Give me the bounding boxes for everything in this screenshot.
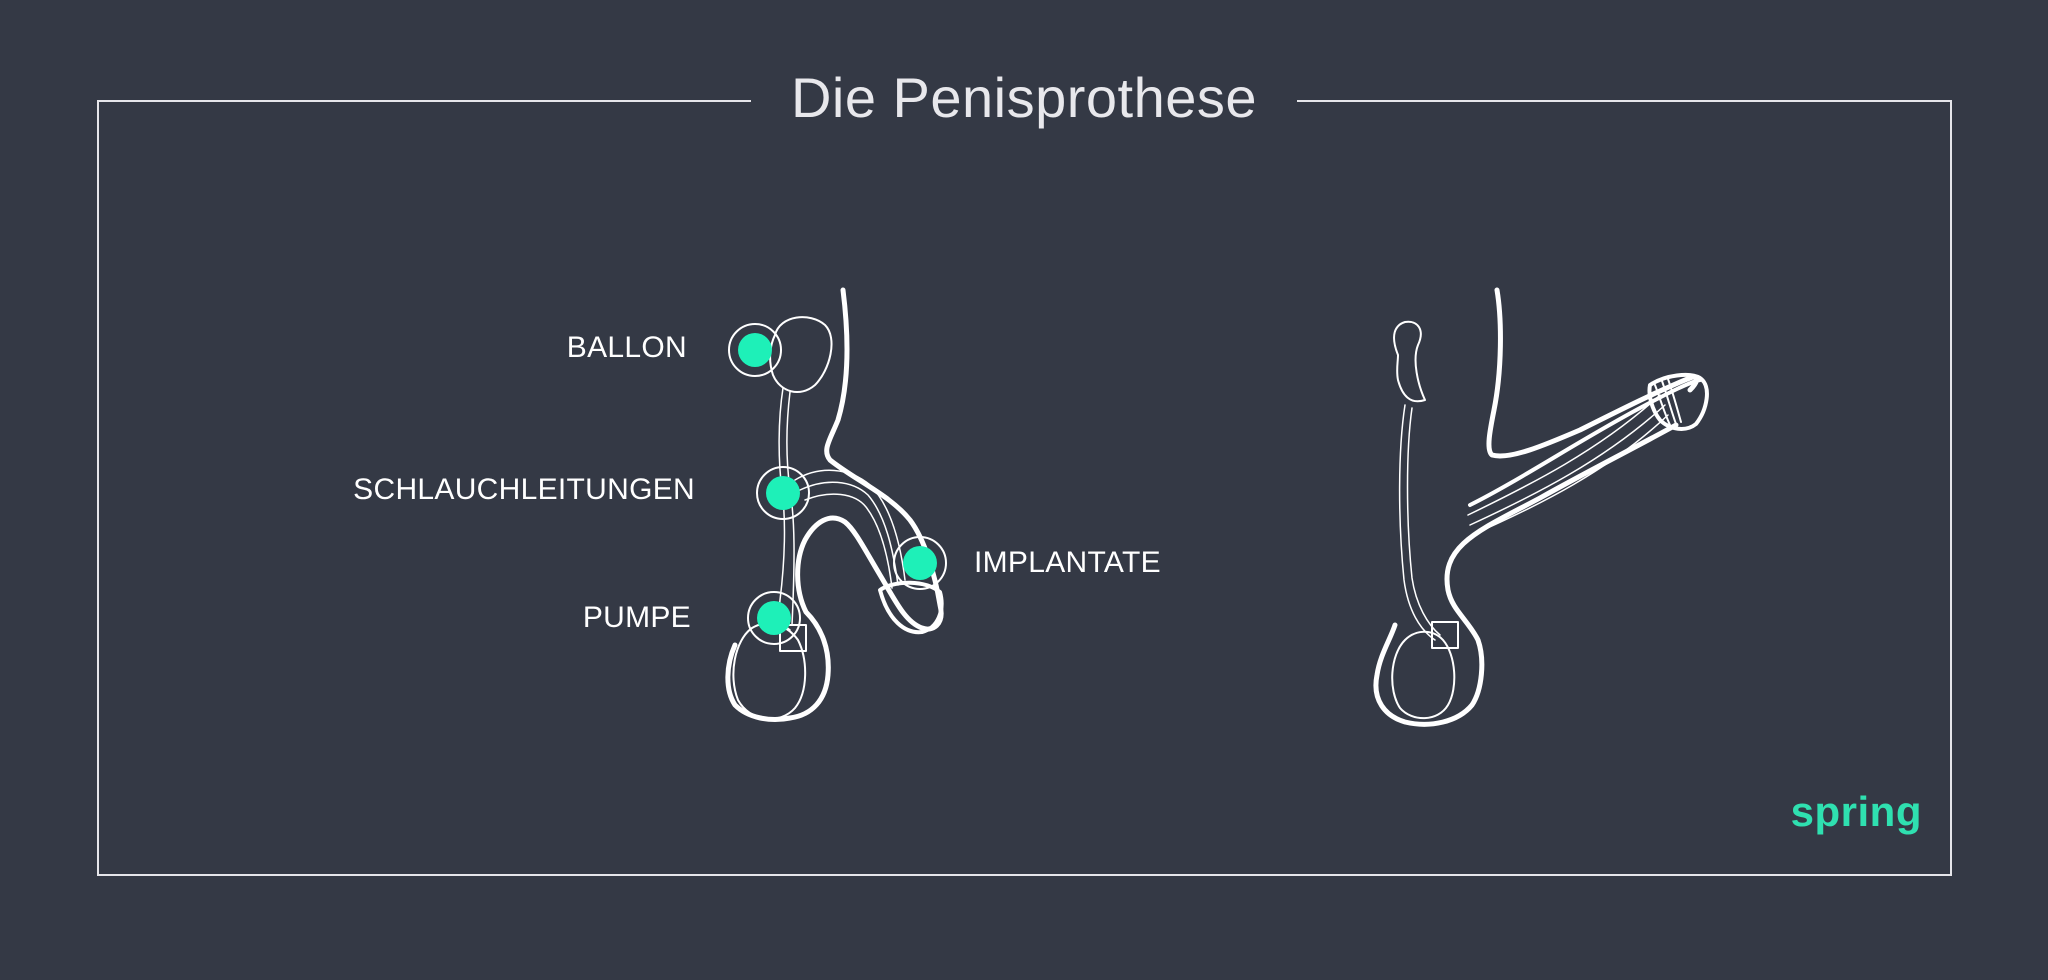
- glans-ridges: [1654, 378, 1682, 426]
- scrotum-left: [732, 622, 807, 720]
- spring-logo: spring: [1790, 788, 1922, 835]
- erect-illustration: [1373, 287, 1709, 727]
- label-pumpe: PUMPE: [582, 601, 691, 634]
- tubing-right-1: [1398, 404, 1436, 641]
- scrotum-right: [1391, 630, 1456, 720]
- label-ballon: BALLON: [566, 331, 687, 364]
- balloon-shape: [769, 316, 833, 394]
- body-contour-right: [1486, 287, 1700, 459]
- shaft-lower-right: [1373, 422, 1679, 727]
- label-schlauchleitungen: SCHLAUCHLEITUNGEN: [353, 473, 695, 506]
- pump-box-right: [1431, 621, 1459, 649]
- body-contour-left: [725, 287, 944, 722]
- pumpe-marker-ring: [747, 591, 801, 645]
- tubing-right-2: [1406, 407, 1441, 636]
- implantate-marker-ring: [893, 536, 947, 590]
- pumpe-marker-dot: [757, 601, 791, 635]
- schlauch-marker-ring: [756, 466, 810, 520]
- label-implantate: IMPLANTATE: [974, 546, 1161, 579]
- markers: [738, 333, 937, 635]
- glans-right: [1647, 372, 1709, 431]
- belly-fold: [1393, 320, 1426, 403]
- ballon-marker-ring: [728, 323, 782, 377]
- shaft-upper-right: [1468, 378, 1702, 507]
- ballon-marker-dot: [738, 333, 772, 367]
- implant-lines-right: [1467, 394, 1669, 536]
- implantate-marker-dot: [903, 546, 937, 580]
- glans-left: [878, 580, 944, 635]
- schlauch-marker-dot: [766, 476, 800, 510]
- pump-box-left: [779, 624, 807, 652]
